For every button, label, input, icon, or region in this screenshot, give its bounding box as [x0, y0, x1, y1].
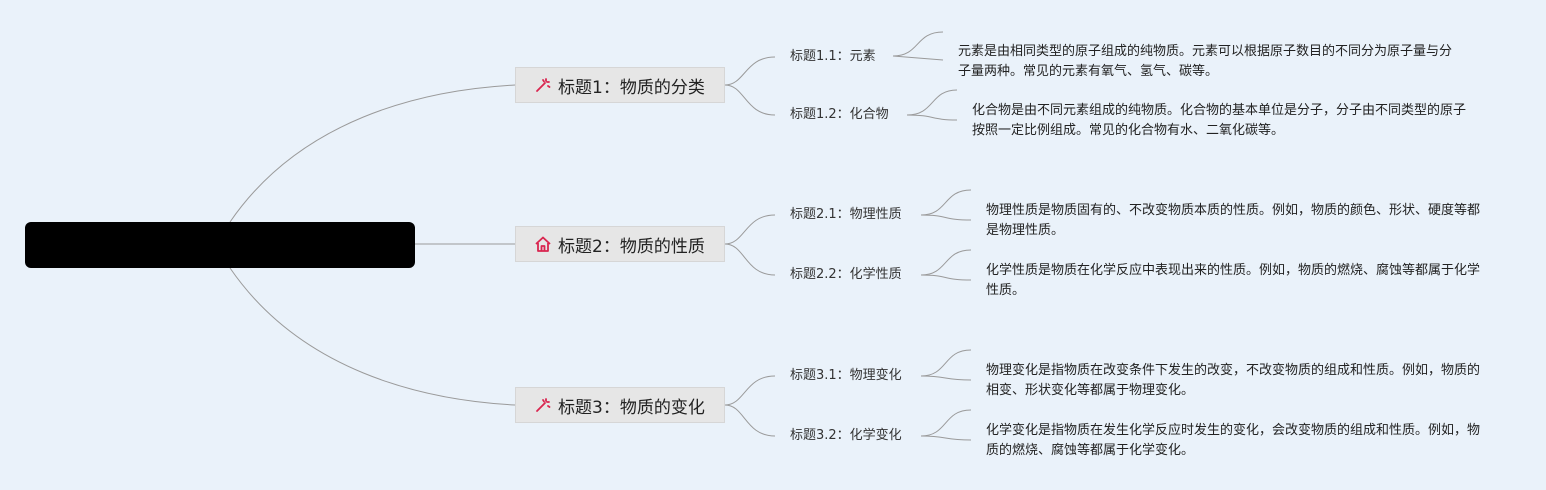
topic-label: 标题2：物质的性质 — [558, 236, 705, 257]
subtopic-node[interactable]: 标题1.2：化合物 — [790, 107, 889, 122]
subtopic-node[interactable]: 标题2.1：物理性质 — [790, 207, 902, 222]
magic-wand-icon — [534, 396, 552, 414]
leaf-note[interactable]: 物理性质是物质固有的、不改变物质本质的性质。例如，物质的颜色、形状、硬度等都是物… — [986, 203, 1481, 238]
leaf-note[interactable]: 元素是由相同类型的原子组成的纯物质。元素可以根据原子数目的不同分为原子量与分子量… — [958, 44, 1453, 79]
subtopic-node[interactable]: 标题3.2：化学变化 — [790, 428, 902, 443]
topic-node[interactable]: 标题3：物质的变化 — [515, 387, 725, 423]
subtopic-node[interactable]: 标题2.2：化学性质 — [790, 267, 902, 282]
topic-label: 标题3：物质的变化 — [558, 397, 705, 418]
topic-node[interactable]: 标题2：物质的性质 — [515, 226, 725, 262]
subtopic-node[interactable]: 标题1.1：元素 — [790, 49, 876, 64]
magic-wand-icon — [534, 76, 552, 94]
subtopic-node[interactable]: 标题3.1：物理变化 — [790, 368, 902, 383]
topic-label: 标题1：物质的分类 — [558, 77, 705, 98]
leaf-note[interactable]: 化学变化是指物质在发生化学反应时发生的变化，会改变物质的组成和性质。例如，物质的… — [986, 423, 1481, 458]
house-icon — [534, 235, 552, 253]
root-node[interactable] — [25, 222, 415, 268]
topic-node[interactable]: 标题1：物质的分类 — [515, 67, 725, 103]
leaf-note[interactable]: 化合物是由不同元素组成的纯物质。化合物的基本单位是分子，分子由不同类型的原子按照… — [972, 103, 1467, 138]
leaf-note[interactable]: 化学性质是物质在化学反应中表现出来的性质。例如，物质的燃烧、腐蚀等都属于化学性质… — [986, 263, 1481, 298]
leaf-note[interactable]: 物理变化是指物质在改变条件下发生的改变，不改变物质的组成和性质。例如，物质的相变… — [986, 363, 1481, 398]
